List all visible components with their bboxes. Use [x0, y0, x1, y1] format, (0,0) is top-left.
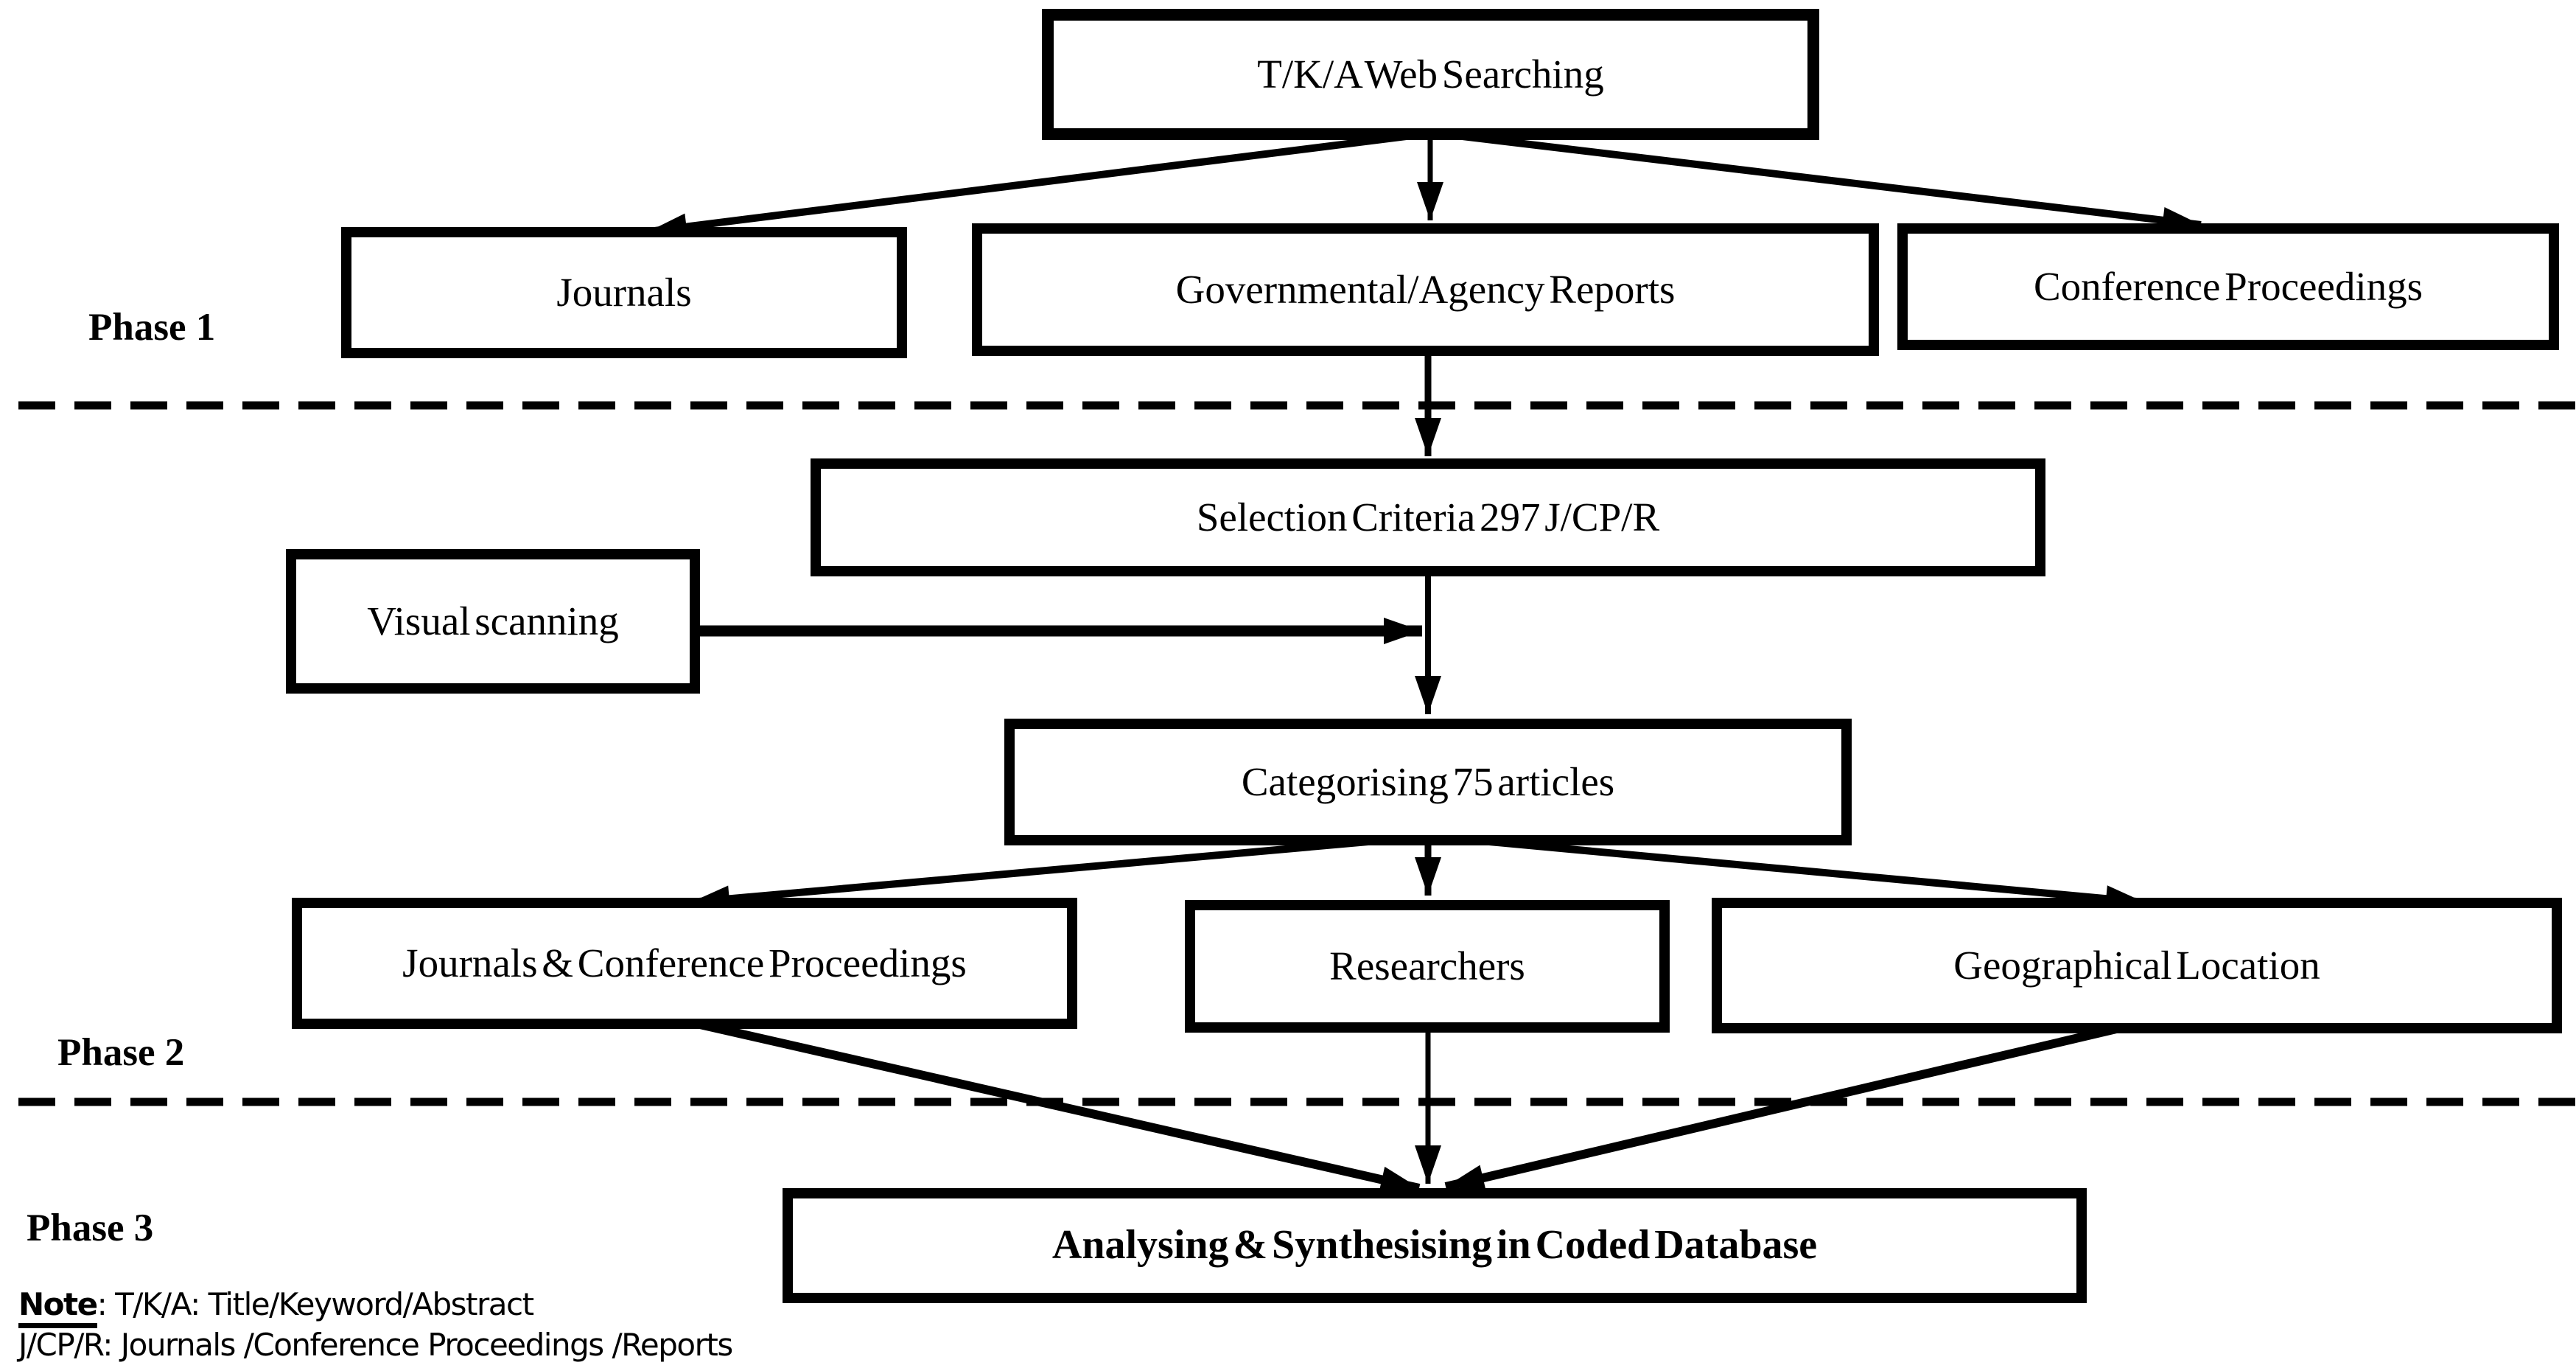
footnote: Note: T/K/A: Title/Keyword/Abstract J/CP…	[18, 1284, 733, 1365]
box-governmental-agency-reports-label: Governmental/Agency Reports	[1175, 266, 1676, 312]
phase2-label: Phase 2	[57, 1031, 185, 1074]
phase3-label: Phase 3	[27, 1207, 154, 1249]
footnote-line1-text: : T/K/A: Title/Keyword/Abstract	[97, 1286, 535, 1322]
box-selection-criteria-label: Selection Criteria 297 J/CP/R	[1196, 494, 1660, 540]
arrow-geographical-to-analysing	[1444, 1025, 2118, 1191]
box-analysing-synthesising-label: Analysing & Synthesising in Coded Databa…	[1051, 1222, 1818, 1268]
arrow-tka-to-journals	[648, 131, 1419, 240]
box-researchers-label: Researchers	[1329, 943, 1525, 988]
box-visual-scanning-label: Visual scanning	[367, 598, 619, 643]
box-journals: Journals	[341, 227, 907, 358]
arrow-journals-conference-to-analysing	[699, 1020, 1421, 1193]
box-analysing-synthesising: Analysing & Synthesising in Coded Databa…	[783, 1188, 2087, 1303]
box-selection-criteria: Selection Criteria 297 J/CP/R	[811, 458, 2045, 576]
box-categorising-articles: Categorising 75 articles	[1004, 719, 1852, 845]
phase1-label: Phase 1	[88, 306, 216, 349]
box-researchers: Researchers	[1185, 900, 1670, 1033]
box-visual-scanning: Visual scanning	[286, 549, 700, 694]
box-journals-conference-proceedings: Journals & Conference Proceedings	[292, 898, 1077, 1029]
box-journals-label: Journals	[556, 269, 692, 315]
box-tka-web-searching: T/K/A Web Searching	[1042, 9, 1819, 140]
box-categorising-articles-label: Categorising 75 articles	[1241, 758, 1615, 804]
footnote-note-label: Note	[18, 1286, 98, 1328]
box-tka-web-searching-label: T/K/A Web Searching	[1257, 51, 1604, 97]
arrow-categorising-to-journals-conference	[690, 837, 1377, 912]
box-governmental-agency-reports: Governmental/Agency Reports	[972, 223, 1879, 356]
box-conference-proceedings: Conference Proceedings	[1897, 223, 2559, 350]
box-journals-conference-proceedings-label: Journals & Conference Proceedings	[402, 940, 967, 985]
footnote-line1: Note: T/K/A: Title/Keyword/Abstract	[18, 1284, 732, 1328]
box-geographical-location-label: Geographical Location	[1953, 942, 2320, 988]
arrow-tka-to-conference	[1449, 131, 2202, 234]
footnote-line2: J/CP/R: Journals /Conference Proceedings…	[18, 1327, 733, 1363]
arrow-categorising-to-geographical	[1480, 837, 2145, 912]
box-geographical-location: Geographical Location	[1712, 898, 2562, 1033]
box-conference-proceedings-label: Conference Proceedings	[2033, 263, 2423, 309]
